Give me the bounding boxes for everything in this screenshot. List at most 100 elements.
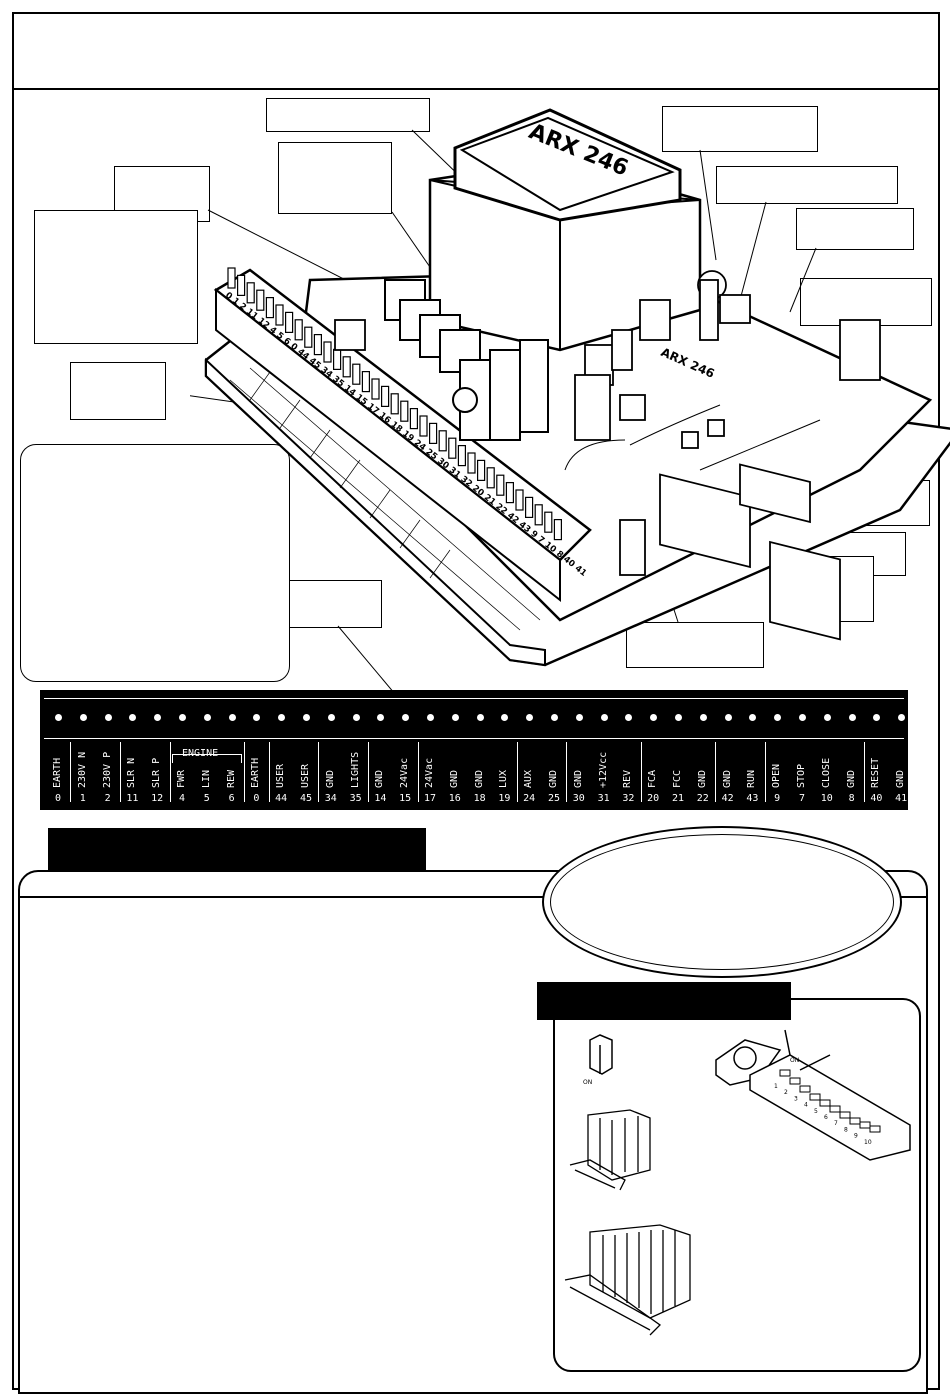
board-terminal-screw: [400, 400, 409, 422]
terminal-number: 24: [523, 793, 536, 804]
terminal-number: 12: [151, 793, 164, 804]
dip-10-way-icon: [564, 1224, 691, 1336]
terminal-screw-dot: [427, 714, 434, 721]
board-terminal-screw: [457, 445, 466, 467]
terminal-label: 230V N: [76, 751, 88, 788]
terminal-number: 2: [104, 793, 111, 804]
terminal-number: 44: [275, 793, 288, 804]
terminal-number: 8: [848, 793, 855, 804]
terminal-screw-dot: [451, 714, 459, 721]
terminal-label: GND: [572, 769, 584, 788]
terminal-label: STOP: [796, 763, 807, 788]
terminal-label: GND: [721, 769, 733, 788]
terminal-number: 25: [547, 793, 561, 804]
terminal-group-separator: [169, 742, 171, 802]
terminal-screw-dot: [799, 714, 806, 721]
terminal-label: LUX: [498, 769, 510, 788]
note-ellipse: [542, 826, 902, 978]
terminal-screw-dot: [823, 714, 831, 721]
header-divider: [12, 88, 938, 90]
terminal-label: GND: [324, 769, 336, 788]
board-terminal-screw: [505, 482, 514, 504]
terminal-group-separator: [715, 742, 717, 802]
control-board-illustration: ARX 246 0 1 2 11 12 4 5 6 0 44 45 34 35 …: [190, 108, 950, 690]
terminal-number: 11: [126, 793, 139, 804]
terminal-number: 31: [597, 793, 610, 804]
board-terminal-screw: [352, 363, 361, 385]
terminal-inner-line: [44, 698, 904, 699]
dip-switch-number: 9: [854, 1133, 858, 1140]
board-terminal-screw: [342, 356, 351, 378]
terminal-inner-line-2: [44, 738, 904, 739]
terminal-number: 7: [798, 793, 806, 804]
terminal-label: GND: [696, 769, 708, 788]
single-dip-on-label: ON: [583, 1079, 592, 1086]
terminal-label: RESET: [870, 757, 882, 788]
callout-box-transformer: [266, 98, 430, 132]
board-terminal-screw: [438, 430, 447, 452]
terminal-label: GND: [845, 769, 857, 788]
terminal-screw-dot: [749, 714, 757, 721]
lower-panel-rule: [18, 896, 928, 898]
terminal-number: 1: [79, 793, 86, 804]
terminal-screw-dot: [129, 714, 137, 721]
section-header-bar: [48, 828, 426, 870]
terminal-number: 35: [349, 793, 362, 804]
terminal-screw-dot: [253, 714, 261, 721]
board-terminal-screw: [524, 496, 534, 518]
terminal-group-separator: [566, 742, 568, 802]
terminal-screw-dot: [774, 714, 782, 721]
terminal-screw-dot: [873, 714, 881, 721]
terminal-screw-dot: [327, 714, 335, 721]
terminal-screw-dot: [675, 714, 682, 721]
dip-header-bar-front: [537, 982, 791, 1020]
terminal-screw-dot: [699, 714, 707, 721]
dip-switch-number: 3: [794, 1095, 798, 1102]
callout-box-dip: [716, 166, 898, 204]
board-terminal-screw: [486, 467, 495, 489]
terminal-screw-dot: [724, 714, 732, 721]
terminal-group-separator: [764, 742, 766, 802]
terminal-number: 45: [299, 793, 313, 804]
dip-switch-number: 2: [784, 1089, 788, 1096]
callout-box-fuse: [278, 142, 392, 214]
board-terminal-screw: [323, 341, 332, 363]
board-terminal-screw: [237, 274, 246, 296]
terminal-label: FCA: [647, 769, 659, 788]
terminal-number: 0: [253, 793, 260, 804]
terminal-number: 34: [324, 793, 337, 804]
terminal-number: 5: [203, 793, 210, 804]
terminal-label: 24Vac: [424, 757, 435, 788]
terminal-number: 40: [870, 793, 883, 804]
callout-box-terminal: [70, 362, 166, 420]
terminal-label: GND: [895, 769, 907, 788]
dip-4-way-icon: [569, 1109, 651, 1191]
dip-switch-number: 10: [864, 1139, 872, 1146]
dip-switch-number: 4: [804, 1102, 808, 1109]
terminal-group-separator: [318, 742, 320, 802]
dip-switch-number: 8: [844, 1126, 848, 1133]
terminal-group-separator: [640, 742, 642, 802]
terminal-number: 16: [448, 793, 461, 804]
terminal-screw-dot: [650, 714, 658, 721]
terminal-screw-dot: [898, 714, 906, 721]
terminal-8: GND 8: [840, 748, 864, 806]
callout-box-chip: [626, 622, 764, 668]
callout-box-relays-desc: [34, 210, 198, 344]
board-terminal-screw: [515, 489, 524, 511]
board-terminal-screw: [381, 385, 390, 407]
terminal-34: GND 34: [319, 748, 343, 806]
